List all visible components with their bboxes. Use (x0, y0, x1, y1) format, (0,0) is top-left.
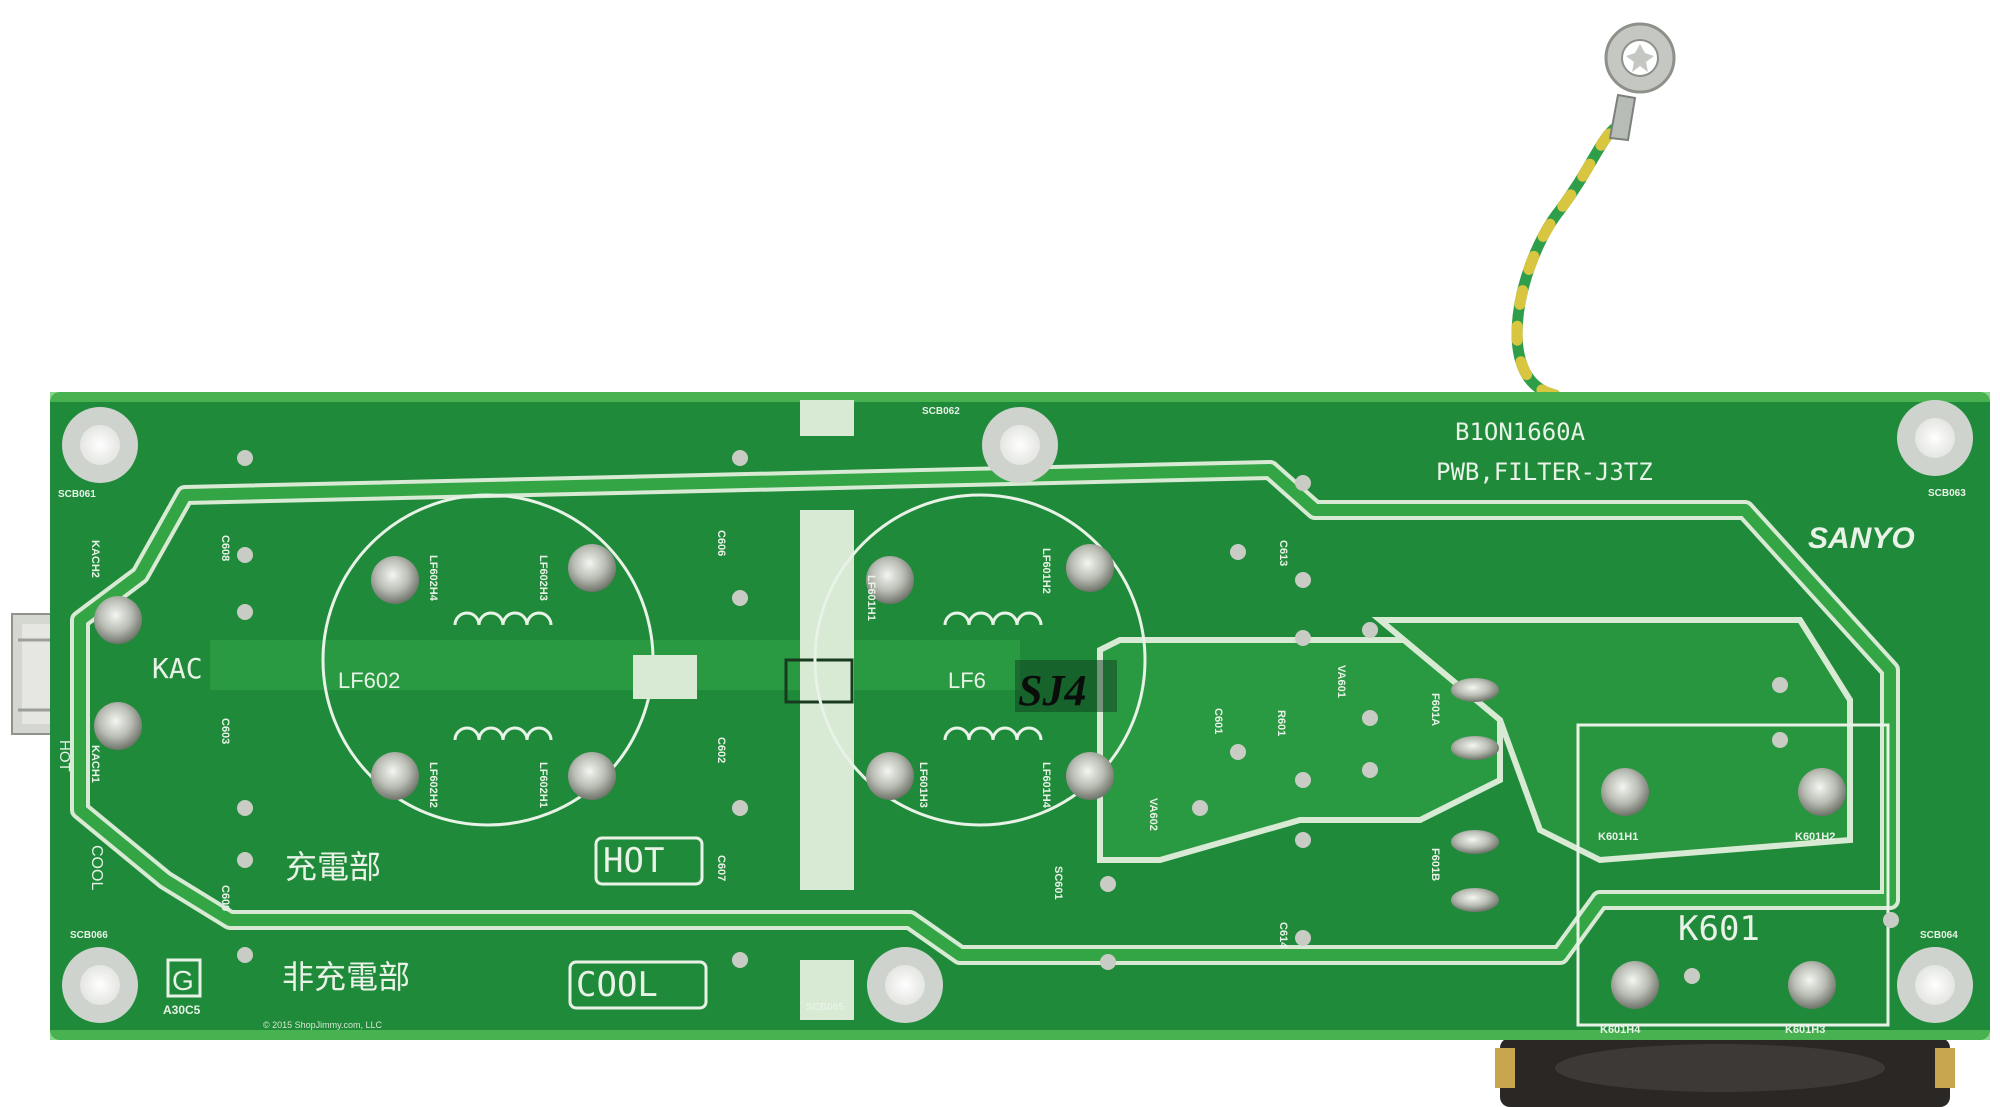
label-c602: C602 (715, 737, 727, 763)
handwritten-mark: SJ4 (1018, 666, 1086, 715)
label-c608: C608 (219, 535, 231, 561)
label-lf601h1: LF601H1 (865, 575, 877, 621)
solder-pad (568, 544, 616, 592)
label-va601: VA601 (1335, 665, 1347, 698)
solder-pad (94, 596, 142, 644)
label-k601h1: K601H1 (1598, 831, 1638, 843)
solder-pad (866, 752, 914, 800)
board-part-number: B1ON1660A (1455, 418, 1586, 446)
label-c603: C603 (219, 718, 231, 744)
solder-pad (371, 752, 419, 800)
screw-hole-scb066 (62, 947, 138, 1023)
rev-letter: G (172, 965, 194, 996)
pcb-board (50, 392, 1990, 1040)
fuse-pad (1451, 830, 1499, 912)
label-kach2: KACH2 (89, 540, 101, 578)
label-lf601: LF6 (948, 668, 986, 693)
label-c613: C613 (1277, 540, 1289, 566)
coil-symbol (453, 611, 1043, 741)
edge-cool-label: COOL (88, 845, 105, 890)
screw-hole-scb062 (982, 407, 1058, 483)
label-lf602h4: LF602H4 (427, 555, 439, 602)
label-k601: K601 (1678, 909, 1760, 949)
solder-pad (1798, 768, 1846, 816)
ground-wire (1511, 93, 1637, 401)
screw-hole-scb063 (1897, 400, 1973, 476)
label-c609: C609 (219, 885, 231, 911)
label-lf601h3: LF601H3 (917, 762, 929, 808)
label-lf601h4: LF601H4 (1040, 762, 1052, 809)
solder-pad (1611, 961, 1659, 1009)
charged-zone-label: 充電部 (285, 849, 381, 885)
solder-pad (1066, 544, 1114, 592)
solder-pad (94, 702, 142, 750)
label-va602: VA602 (1147, 798, 1159, 831)
cool-zone-label: COOL (576, 965, 658, 1005)
solder-pad (1066, 752, 1114, 800)
label-sc601: SC601 (1052, 866, 1064, 900)
label-scb066: SCB066 (70, 930, 108, 941)
screw-hole-scb064 (1897, 947, 1973, 1023)
label-scb062: SCB062 (922, 406, 960, 417)
solder-pad (371, 556, 419, 604)
fuse-pad (1451, 678, 1499, 760)
label-f601b: F601B (1429, 848, 1441, 881)
kac-label: KAC (152, 652, 203, 685)
ring-terminal (1604, 22, 1676, 94)
label-r601: R601 (1275, 710, 1287, 736)
brand-logo: SANYO (1808, 522, 1915, 555)
board-name: PWB,FILTER-J3TZ (1436, 458, 1653, 486)
label-k601h4: K601H4 (1600, 1024, 1641, 1036)
label-lf601h2: LF601H2 (1040, 548, 1052, 594)
label-c614: C614 (1277, 922, 1289, 949)
label-scb064: SCB064 (1920, 930, 1958, 941)
label-lf602h3: LF602H3 (537, 555, 549, 601)
label-scb065: SCB065 (806, 1002, 844, 1013)
solder-pad (1601, 768, 1649, 816)
label-k601h2: K601H2 (1795, 831, 1835, 843)
uncharged-zone-label: 非充電部 (282, 959, 410, 995)
component-pads (237, 450, 1899, 984)
label-lf602h1: LF602H1 (537, 762, 549, 808)
edge-connector (11, 613, 57, 735)
rev-code: A30C5 (163, 1003, 201, 1017)
label-c607: C607 (715, 855, 727, 881)
label-scb061: SCB061 (58, 489, 96, 500)
hot-zone-label: HOT (603, 841, 664, 881)
label-lf602h2: LF602H2 (427, 762, 439, 808)
solder-pad (568, 752, 616, 800)
relay-body (1495, 1038, 1955, 1107)
solder-pad (866, 556, 914, 604)
label-c606: C606 (715, 530, 727, 556)
label-scb063: SCB063 (1928, 488, 1966, 499)
screw-hole-scb061 (62, 407, 138, 483)
label-lf602: LF602 (338, 668, 400, 693)
solder-pad (1788, 961, 1836, 1009)
label-f601a: F601A (1429, 693, 1441, 726)
label-kach1: KACH1 (89, 745, 101, 783)
label-k601h3: K601H3 (1785, 1024, 1825, 1036)
copyright-notice: © 2015 ShopJimmy.com, LLC (263, 1020, 383, 1030)
screw-hole-scb065 (867, 947, 943, 1023)
edge-hot-label: HOT (56, 740, 73, 772)
label-c601: C601 (1212, 708, 1224, 734)
